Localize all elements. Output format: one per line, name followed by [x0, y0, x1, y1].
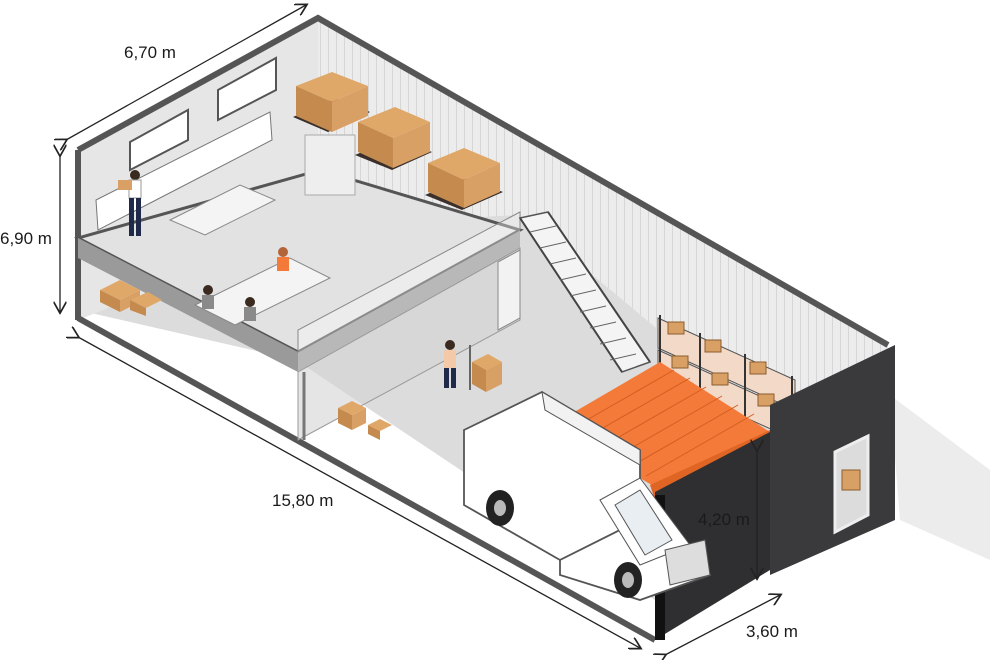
pallet-1 — [293, 72, 370, 132]
dimension-label-length: 15,80 m — [272, 491, 334, 510]
shelving-rack — [657, 315, 796, 441]
dimension-label-width: 6,70 m — [124, 43, 176, 62]
pallet-3 — [425, 148, 503, 210]
pallet-2 — [355, 107, 432, 170]
side-door-shelf — [841, 469, 861, 491]
dimension-label-door-width: 3,60 m — [746, 622, 798, 641]
boxes-left — [100, 280, 162, 316]
ground-shadow — [890, 395, 990, 560]
office-desks — [168, 184, 332, 326]
front-dark-wall-left — [655, 432, 770, 640]
dim-line-length — [78, 337, 640, 648]
dimension-label-door-height: 4,20 m — [698, 510, 750, 529]
dim-line-door-width — [665, 595, 780, 655]
worker-upstairs — [118, 170, 142, 236]
dim-line-width-top — [66, 5, 306, 140]
dimension-label-height: 6,90 m — [0, 229, 52, 248]
interior-door — [497, 249, 521, 331]
storage-cabinet — [304, 134, 356, 196]
